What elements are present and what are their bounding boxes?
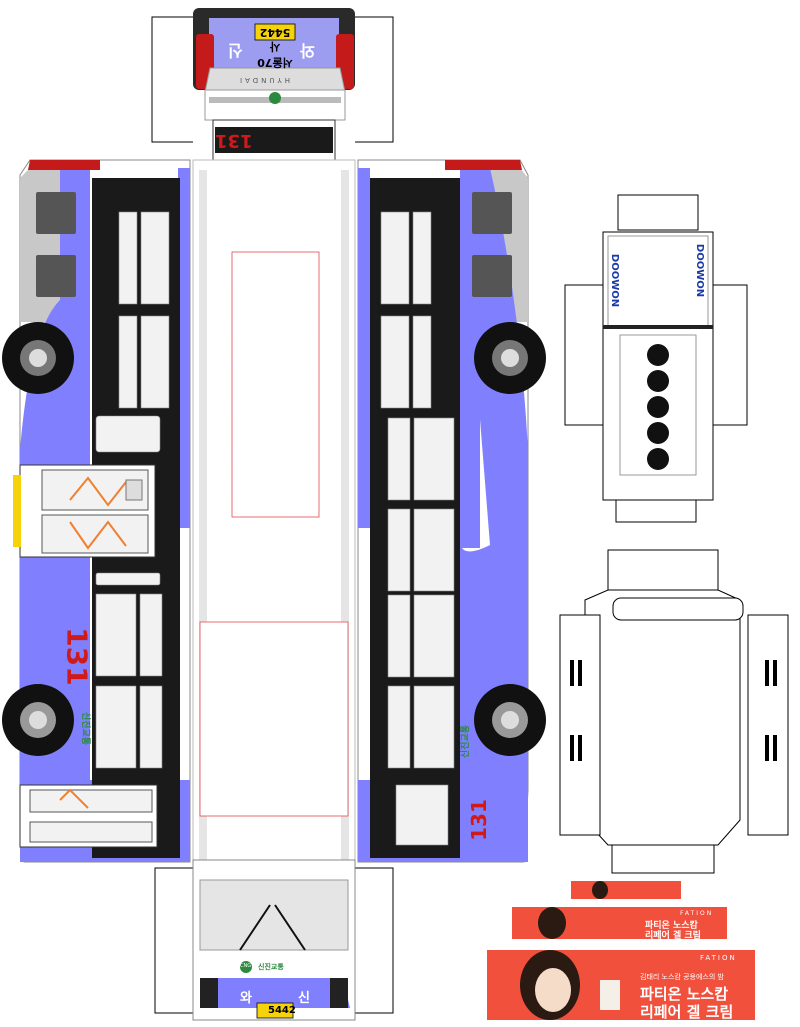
front-company-name: 신진교통 xyxy=(258,963,284,971)
front-dest-right: 신 xyxy=(298,991,310,1006)
right-route-number: 131 xyxy=(466,799,491,841)
right-windows xyxy=(380,211,455,846)
rear-route-number: 131 xyxy=(215,130,253,151)
roof-brand-left: DOOWON xyxy=(609,253,621,308)
roof-brand-right: DOOWON xyxy=(694,243,706,298)
ad-banners xyxy=(487,881,755,1020)
ad-line1-large: 파티온 노스캄 xyxy=(640,985,729,1003)
roof-top-piece xyxy=(564,194,748,523)
ad-line2-large: 리페어 겔 크림 xyxy=(640,1003,734,1021)
roof-panel xyxy=(192,159,356,868)
left-windows xyxy=(95,211,170,769)
rear-maker: HYUNDAI xyxy=(237,76,291,84)
glue-tabs xyxy=(151,16,394,1014)
left-route-number: 131 xyxy=(60,627,94,686)
front-panel xyxy=(192,859,356,1021)
right-company-name: 신진교통 xyxy=(461,724,472,759)
left-company-name: 신진교통 xyxy=(80,711,91,746)
ad-line2-medium: 리페어 겔 크림 xyxy=(645,931,701,941)
rear-dest-right: 와 xyxy=(300,41,315,60)
underbody-piece xyxy=(559,549,789,874)
front-dest-left: 와 xyxy=(240,991,252,1006)
ad-line1-medium: 파티온 노스캄 xyxy=(645,921,698,931)
ad-brand-large: FATION xyxy=(700,954,737,962)
rear-panel xyxy=(193,8,355,161)
front-cng-logo: CNG xyxy=(240,963,252,969)
ad-tagline: 김태리 노스캄 공용에스의 밤 xyxy=(640,973,724,981)
rear-plate: 서울70 사5442 xyxy=(257,26,293,69)
left-doors xyxy=(13,464,158,848)
rear-dest-left: 신 xyxy=(228,41,243,60)
front-plate: 5442 xyxy=(268,1005,296,1016)
wheels xyxy=(2,322,546,756)
ad-brand-medium: FATION xyxy=(680,910,714,917)
